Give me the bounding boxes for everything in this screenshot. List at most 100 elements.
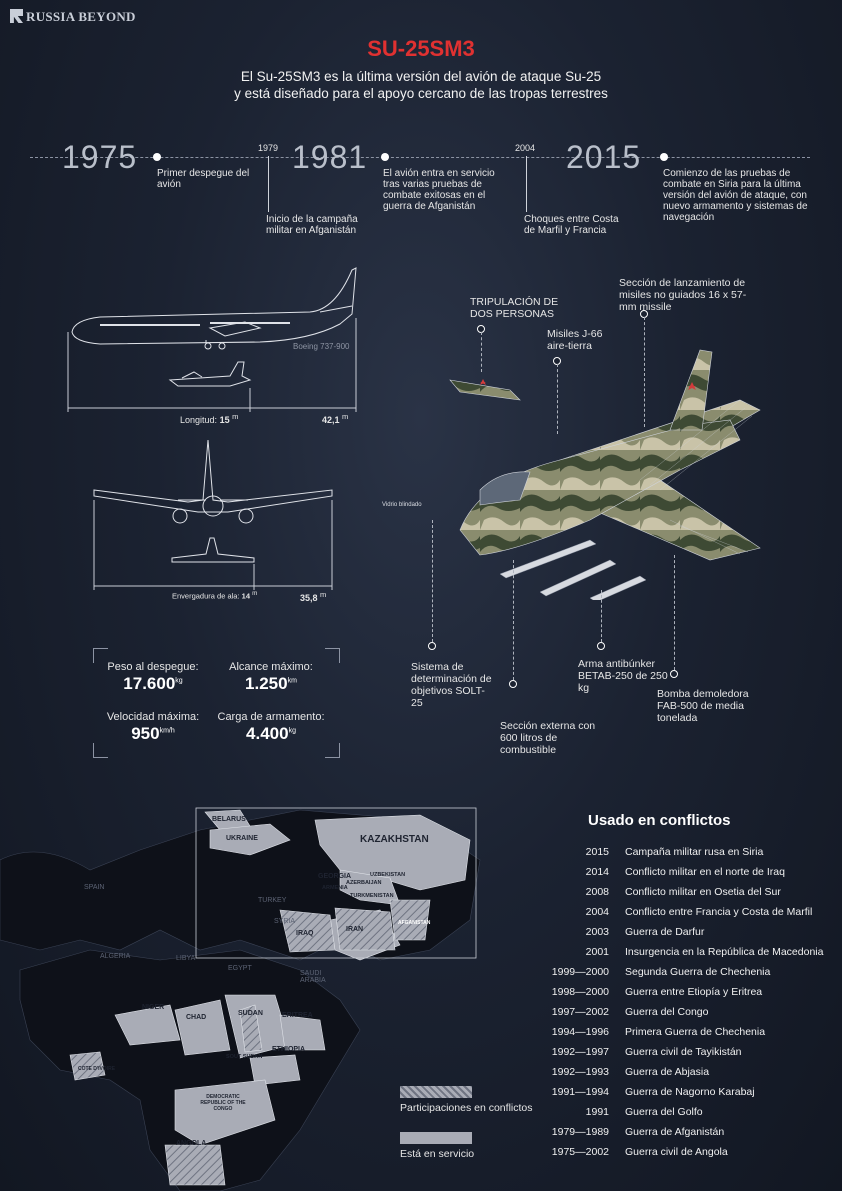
conflict-name: Guerra del Congo: [625, 1006, 709, 1018]
map-label-georgia: GEORGIA: [318, 873, 352, 880]
conflict-name: Guerra del Golfo: [625, 1106, 703, 1118]
map-label-belarus: BELARUS: [212, 816, 246, 823]
timeline-tick: [268, 156, 269, 212]
callout-dot: [509, 680, 517, 688]
legend-swatch-conflict: [400, 1086, 472, 1098]
map-label-libya: LIBYA: [176, 955, 196, 962]
conflict-years: 1992—1997: [551, 1046, 609, 1058]
stat-range-label: Alcance máximo:: [229, 661, 313, 673]
stat-range-value: 1.250km: [245, 674, 297, 693]
map-label-afghanistan: AFGANISTAN: [398, 920, 431, 926]
conflict-years: 2008: [585, 886, 609, 898]
conflict-map: [0, 807, 481, 1191]
callout-dot: [428, 642, 436, 650]
timeline-event-2004: Choques entre Costa de Marfil y Francia: [524, 214, 619, 236]
map-label-algeria: ALGERIA: [100, 953, 131, 960]
conflict-name: Guerra de Darfur: [625, 926, 705, 938]
frame-corner: [93, 743, 108, 758]
callout-dot: [670, 670, 678, 678]
stat-speed-value: 950km/h: [131, 724, 175, 743]
map-label-eritrea: ERITREA: [282, 1012, 313, 1019]
logo-icon: [10, 9, 23, 23]
stat-payload-value: 4.400kg: [246, 724, 296, 743]
callout-crew: TRIPULACIÓN DE DOS PERSONAS: [470, 296, 559, 320]
callout-bomb: Bomba demoledora FAB-500 de media tonela…: [657, 688, 749, 724]
wingspan-su25: Envergadura de ala: 14 m: [172, 590, 258, 601]
conflict-name: Guerra de Nagorno Karabaj: [625, 1086, 755, 1098]
conflict-name: Guerra civil de Tayikistán: [625, 1046, 742, 1058]
timeline-event-1979: Inicio de la campaña militar en Afganist…: [266, 214, 358, 236]
map-label-uzbekistan: UZBEKISTAN: [370, 872, 406, 878]
map-label-saudi-arabia: SAUDI ARABIA: [300, 970, 326, 984]
page-title: SU-25SM3: [367, 36, 475, 61]
conflict-name: Conflicto entre Francia y Costa de Marfi…: [625, 906, 813, 918]
page-subtitle: El Su-25SM3 es la última versión del avi…: [0, 68, 842, 102]
frame-corner: [325, 648, 340, 663]
callout-line: [481, 332, 482, 372]
conflicts-title: Usado en conflictos: [588, 812, 731, 829]
frame-corner: [93, 648, 108, 663]
callout-bunker: Arma antibúnker BETAB-250 de 250 kg: [578, 658, 668, 694]
map-label-sudan: SUDAN: [238, 1010, 263, 1017]
callout-fuel: Sección externa con 600 litros de combus…: [500, 720, 596, 756]
map-label-egypt: EGYPT: [228, 965, 252, 972]
map-label-drc: DEMOCRATIC REPUBLIC OF THE CONGO: [200, 1094, 246, 1112]
timeline-event-1975: Primer despegue del avión: [157, 168, 250, 190]
legend-swatch-service: [400, 1132, 472, 1144]
conflict-name: Conflicto militar en Osetia del Sur: [625, 886, 781, 898]
conflict-years: 2004: [585, 906, 609, 918]
stat-takeoff-weight-label: Peso al despegue:: [107, 661, 199, 673]
map-label-turkey: TURKEY: [258, 897, 287, 904]
map-label-angola: ANGOLA: [176, 1140, 207, 1147]
wingspan-boeing: 35,8 m: [300, 590, 327, 603]
length-su25: Longitud: 15 m: [180, 412, 239, 425]
map-label-kazakhstan: KAZAKHSTAN: [360, 834, 429, 845]
su25-illustration: [449, 349, 761, 600]
stat-payload-label: Carga de armamento:: [217, 711, 325, 723]
conflict-years: 1992—1993: [551, 1066, 609, 1078]
conflict-years: 1979—1989: [551, 1126, 609, 1138]
conflict-years: 1975—2002: [551, 1146, 609, 1158]
boeing-label: Boeing 737-900: [293, 342, 350, 351]
conflict-name: Campaña militar rusa en Siria: [625, 846, 764, 858]
conflict-years: 2014: [585, 866, 609, 878]
front-view-blueprint: [93, 440, 333, 590]
timeline-event-2015: Comienzo de las pruebas de combate en Si…: [663, 168, 808, 223]
conflict-years: 1994—1996: [551, 1026, 609, 1038]
timeline-tick: [526, 156, 527, 212]
timeline-line: [30, 157, 810, 159]
map-label-ethiopia: ETHIOPIA: [272, 1046, 306, 1053]
conflict-years: 2015: [585, 846, 609, 858]
conflict-years: 2001: [585, 946, 609, 958]
conflict-name: Guerra de Afganistán: [625, 1126, 725, 1138]
conflict-years: 1999—2000: [551, 966, 609, 978]
callout-missiles: Misiles J-66 aire-tierra: [547, 328, 603, 352]
subtitle-line-1: El Su-25SM3 es la última versión del avi…: [240, 69, 602, 84]
map-label-south-sudan: SOUT SUDAN: [226, 1054, 263, 1060]
map-label-spain: SPAIN: [84, 884, 105, 891]
map-label-iran: IRAN: [346, 926, 364, 933]
conflict-years: 1991—1994: [551, 1086, 609, 1098]
conflict-name: Guerra de Abjasia: [625, 1066, 710, 1078]
callout-launcher: Sección de lanzamiento de misiles no gui…: [619, 277, 747, 313]
map-label-niger: NIGER: [142, 1004, 165, 1011]
conflict-name: Insurgencia en la República de Macedonia: [625, 946, 824, 958]
timeline-event-1981: El avión entra en servicio tras varias p…: [383, 168, 495, 212]
timeline-year-1979: 1979: [258, 143, 279, 153]
map-label-syria: SYRIA: [274, 918, 296, 925]
conflict-name: Conflicto militar en el norte de Iraq: [625, 866, 785, 878]
conflict-name: Segunda Guerra de Chechenia: [625, 966, 771, 978]
callout-line: [432, 520, 433, 642]
callout-armored-glass: Vidrio blindado: [382, 502, 422, 508]
callout-line: [644, 317, 645, 427]
callout-line: [513, 560, 514, 680]
map-label-chad: CHAD: [186, 1014, 207, 1021]
conflict-name: Guerra civil de Angola: [625, 1146, 728, 1158]
side-view-blueprint: [67, 267, 357, 412]
frame-corner: [325, 743, 340, 758]
callout-line: [674, 555, 675, 670]
conflict-years: 2003: [585, 926, 609, 938]
callout-line: [557, 364, 558, 434]
timeline-year-1981: 1981: [292, 139, 368, 175]
timeline-dot: [381, 153, 389, 161]
